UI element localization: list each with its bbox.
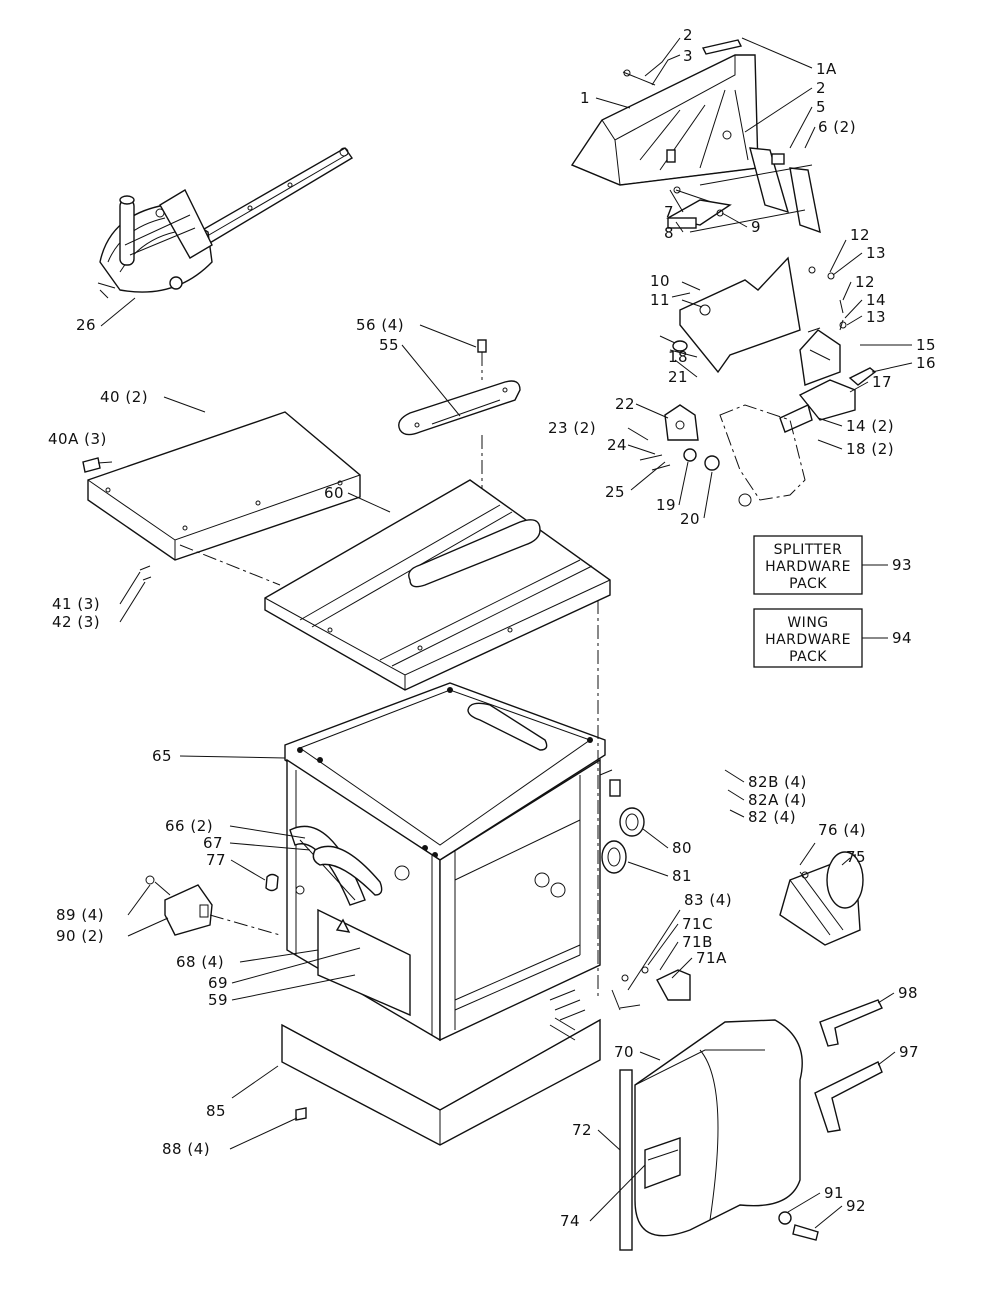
leader-lines — [100, 37, 913, 1229]
part-label-6: 6 (2) — [818, 118, 856, 136]
part-label-9: 9 — [751, 218, 761, 236]
part-label-1a: 1A — [816, 60, 837, 78]
part-label-18a: 18 — [668, 348, 688, 366]
part-label-40: 40 (2) — [100, 388, 148, 406]
part-label-14b: 14 (2) — [846, 417, 894, 435]
box-line: SPLITTER — [774, 542, 843, 558]
part-label-13b: 13 — [866, 308, 886, 326]
part-label-88: 88 (4) — [162, 1140, 210, 1158]
box-line: HARDWARE — [765, 559, 851, 575]
part-label-56: 56 (4) — [356, 316, 404, 334]
part-label-40a: 40A (3) — [48, 430, 107, 448]
part-label-2a: 2 — [683, 26, 693, 44]
part-label-2b: 2 — [816, 79, 826, 97]
part-label-82a: 82A (4) — [748, 791, 807, 809]
part-label-25: 25 — [605, 483, 625, 501]
part-label-68: 68 (4) — [176, 953, 224, 971]
wing-hardware-pack-box: WING HARDWARE PACK — [753, 608, 863, 668]
blade-guard-drawing — [570, 39, 759, 186]
part-label-81: 81 — [672, 867, 692, 885]
extension-wing-drawing — [82, 411, 361, 586]
part-label-10: 10 — [650, 272, 670, 290]
part-label-69: 69 — [208, 974, 228, 992]
part-label-42: 42 (3) — [52, 613, 100, 631]
part-label-85: 85 — [206, 1102, 226, 1120]
part-label-12a: 12 — [850, 226, 870, 244]
part-label-41: 41 (3) — [52, 595, 100, 613]
cabinet-drawing — [265, 600, 606, 1146]
splitter-hardware-pack-box: SPLITTER HARDWARE PACK — [753, 535, 863, 595]
part-label-98: 98 — [898, 984, 918, 1002]
side-bracket-drawing — [145, 875, 281, 936]
part-label-91: 91 — [824, 1184, 844, 1202]
part-label-82b: 82B (4) — [748, 773, 807, 791]
box-line: HARDWARE — [765, 632, 851, 648]
part-label-23: 23 (2) — [548, 419, 596, 437]
part-label-71b: 71B — [682, 933, 713, 951]
part-label-77: 77 — [206, 851, 226, 869]
mounting-bracket-drawing — [639, 404, 806, 507]
part-label-5: 5 — [816, 98, 826, 116]
part-label-82: 82 (4) — [748, 808, 796, 826]
part-label-55: 55 — [379, 336, 399, 354]
part-label-83: 83 (4) — [684, 891, 732, 909]
part-label-8: 8 — [664, 224, 674, 242]
part-label-97: 97 — [899, 1043, 919, 1061]
part-label-90: 90 (2) — [56, 927, 104, 945]
part-label-16: 16 — [916, 354, 936, 372]
part-labels: 2 3 1A 1 2 5 6 (2) 7 8 9 12 13 10 11 12 … — [48, 26, 936, 1230]
part-label-74: 74 — [560, 1212, 580, 1230]
part-label-1: 1 — [580, 89, 590, 107]
part-label-59: 59 — [208, 991, 228, 1009]
part-label-20: 20 — [680, 510, 700, 528]
part-label-13a: 13 — [866, 244, 886, 262]
part-label-75: 75 — [846, 848, 866, 866]
part-label-21: 21 — [668, 368, 688, 386]
part-label-17: 17 — [872, 373, 892, 391]
part-label-24: 24 — [607, 436, 627, 454]
hex-wrench-drawing — [814, 999, 883, 1133]
part-label-71c: 71C — [682, 915, 713, 933]
part-label-70: 70 — [614, 1043, 634, 1061]
part-label-14a: 14 — [866, 291, 886, 309]
part-label-66: 66 (2) — [165, 817, 213, 835]
part-label-72: 72 — [572, 1121, 592, 1139]
part-label-11: 11 — [650, 291, 670, 309]
part-label-94: 94 — [892, 629, 912, 647]
part-label-15: 15 — [916, 336, 936, 354]
part-label-76: 76 (4) — [818, 821, 866, 839]
part-label-12b: 12 — [855, 273, 875, 291]
splitter-drawing — [659, 256, 801, 374]
part-label-7: 7 — [664, 203, 674, 221]
pawl-bracket-drawing — [666, 186, 732, 229]
part-label-3: 3 — [683, 47, 693, 65]
splitter-bracket-drawing — [779, 266, 877, 433]
part-label-93: 93 — [892, 556, 912, 574]
part-label-92: 92 — [846, 1197, 866, 1215]
table-top-drawing — [264, 479, 611, 691]
part-label-67: 67 — [203, 834, 223, 852]
part-label-18b: 18 (2) — [846, 440, 894, 458]
part-label-71a: 71A — [696, 949, 727, 967]
anti-kickback-pawl-drawing — [689, 147, 821, 234]
box-line: WING — [787, 615, 828, 631]
part-label-19: 19 — [656, 496, 676, 514]
part-label-60: 60 — [324, 484, 344, 502]
part-label-80: 80 — [672, 839, 692, 857]
box-line: PACK — [789, 576, 827, 592]
part-label-26: 26 — [76, 316, 96, 334]
box-line: PACK — [789, 649, 827, 665]
miter-gauge-drawing — [97, 147, 354, 299]
part-label-22: 22 — [615, 395, 635, 413]
part-label-89: 89 (4) — [56, 906, 104, 924]
hand-wheel-drawing — [599, 769, 645, 874]
part-label-65: 65 — [152, 747, 172, 765]
motor-cover-drawing — [549, 966, 819, 1251]
dust-port-drawing — [779, 851, 864, 946]
